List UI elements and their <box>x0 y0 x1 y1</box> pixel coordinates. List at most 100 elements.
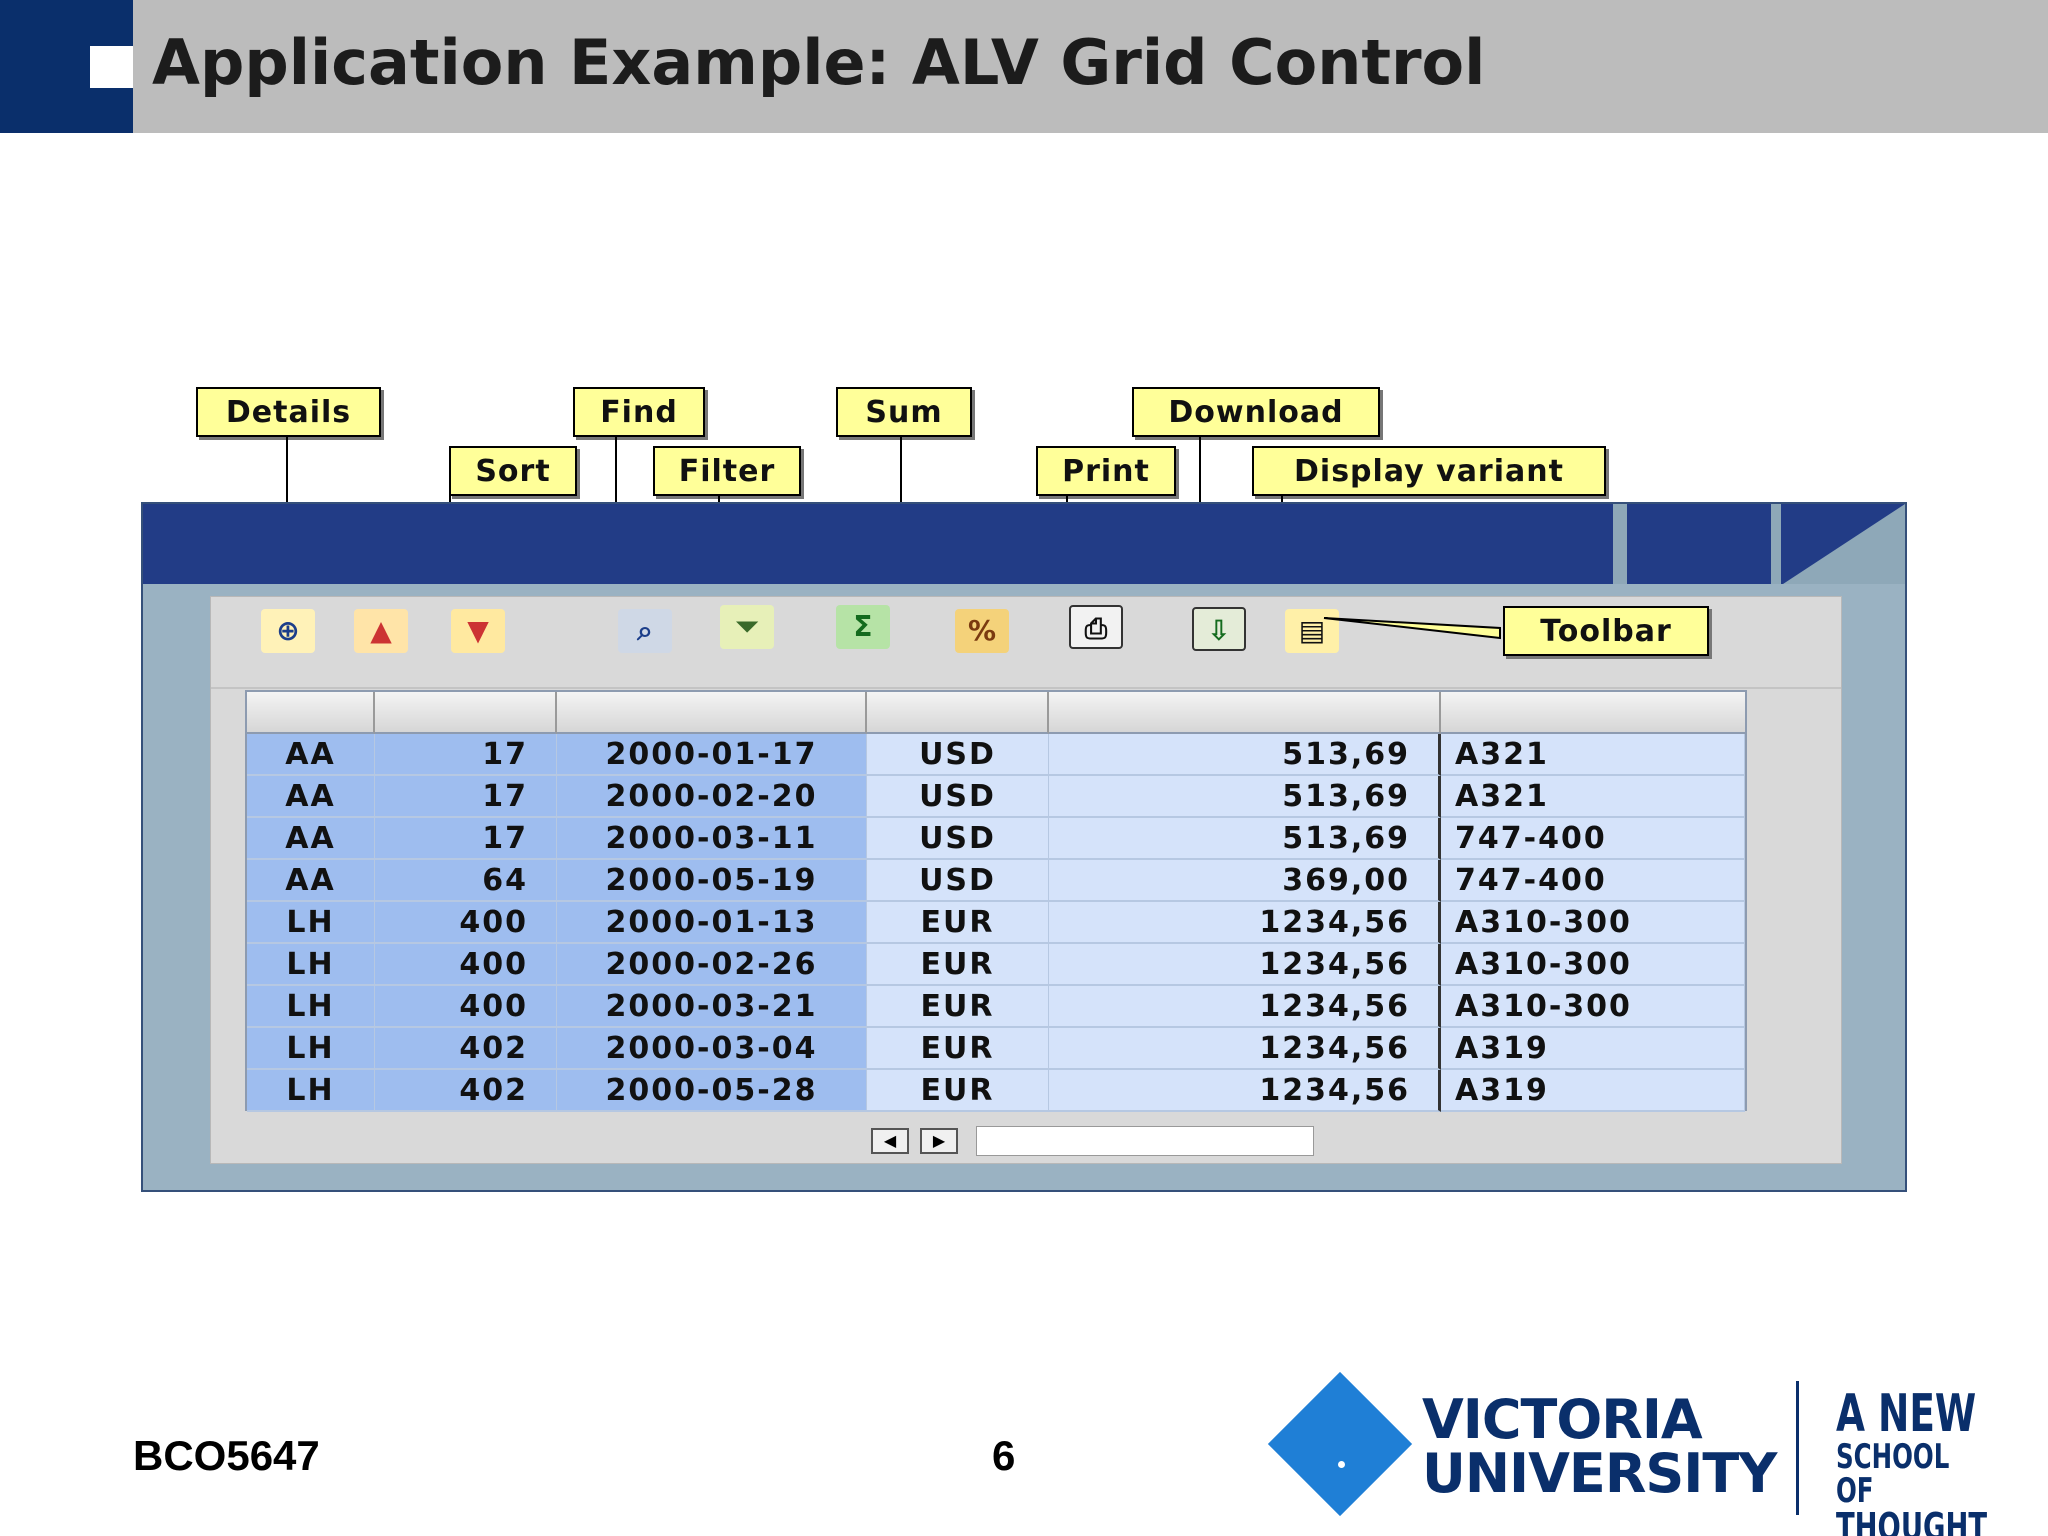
cell-connection: 17 <box>375 776 557 818</box>
cell-currency: EUR <box>867 902 1049 944</box>
cell-currency: EUR <box>867 986 1049 1028</box>
find-binoculars-icon[interactable]: ⌕ <box>618 609 672 653</box>
cell-currency: EUR <box>867 1070 1049 1112</box>
cell-date: 2000-03-04 <box>557 1028 867 1070</box>
cell-date: 2000-05-28 <box>557 1070 867 1112</box>
header-bar <box>133 0 2048 133</box>
filter-funnel-icon[interactable]: ⏷ <box>720 605 774 649</box>
cell-connection: 17 <box>375 818 557 860</box>
table-row[interactable]: LH 400 2000-03-21 EUR 1234,56 A310-300 <box>247 986 1745 1028</box>
cell-currency: EUR <box>867 944 1049 986</box>
horizontal-scrollbar-track[interactable] <box>976 1126 1314 1156</box>
cell-price: 1234,56 <box>1049 902 1441 944</box>
cell-date: 2000-01-17 <box>557 734 867 776</box>
cell-price: 1234,56 <box>1049 986 1441 1028</box>
alv-grid-panel: ⊕ ▲ ▼ ⌕ ⏷ Σ % ⎙ ⇩ ▤ AA 17 2000-01-17 US <box>210 596 1842 1164</box>
table-row[interactable]: LH 400 2000-01-13 EUR 1234,56 A310-300 <box>247 902 1745 944</box>
table-row[interactable]: LH 402 2000-05-28 EUR 1234,56 A319 <box>247 1070 1745 1112</box>
callout-sum: Sum <box>836 387 972 437</box>
column-header-price[interactable] <box>1049 692 1441 734</box>
toolbar-leader-line <box>1323 617 1501 640</box>
cell-currency: USD <box>867 818 1049 860</box>
victoria-university-diamond-logo <box>1267 1371 1413 1517</box>
cell-plane: A310-300 <box>1441 986 1745 1028</box>
table-row[interactable]: LH 402 2000-03-04 EUR 1234,56 A319 <box>247 1028 1745 1070</box>
cell-price: 369,00 <box>1049 860 1441 902</box>
cell-plane: A310-300 <box>1441 902 1745 944</box>
scroll-left-button[interactable]: ◀ <box>871 1128 909 1154</box>
cell-date: 2000-03-11 <box>557 818 867 860</box>
cell-connection: 402 <box>375 1028 557 1070</box>
callout-filter: Filter <box>653 446 801 496</box>
slide-title: Application Example: ALV Grid Control <box>152 26 1486 99</box>
callout-toolbar: Toolbar <box>1503 606 1709 656</box>
cell-connection: 64 <box>375 860 557 902</box>
cell-carrier: LH <box>247 902 375 944</box>
callout-sort: Sort <box>449 446 577 496</box>
university-tagline: A NEW SCHOOL OF THOUGHT <box>1836 1388 2048 1536</box>
table-row[interactable]: LH 400 2000-02-26 EUR 1234,56 A310-300 <box>247 944 1745 986</box>
header-bullet-square <box>90 46 133 88</box>
cell-currency: USD <box>867 776 1049 818</box>
toolbar-divider <box>211 687 1841 689</box>
title-bar-separator <box>1771 504 1781 584</box>
cell-plane: A319 <box>1441 1028 1745 1070</box>
table-row[interactable]: AA 64 2000-05-19 USD 369,00 747-400 <box>247 860 1745 902</box>
tagline-line1: A NEW <box>1836 1384 1977 1444</box>
column-header-connection[interactable] <box>375 692 557 734</box>
course-code: BCO5647 <box>133 1432 320 1479</box>
cell-carrier: LH <box>247 1070 375 1112</box>
column-header-date[interactable] <box>557 692 867 734</box>
callout-details: Details <box>196 387 381 437</box>
scroll-right-button[interactable]: ▶ <box>920 1128 958 1154</box>
cell-date: 2000-03-21 <box>557 986 867 1028</box>
sort-ascending-icon[interactable]: ▲ <box>354 609 408 653</box>
cell-connection: 402 <box>375 1070 557 1112</box>
grid-header-row <box>247 692 1745 734</box>
sum-sigma-icon[interactable]: Σ <box>836 605 890 649</box>
column-header-currency[interactable] <box>867 692 1049 734</box>
cell-connection: 400 <box>375 902 557 944</box>
cell-price: 1234,56 <box>1049 1070 1441 1112</box>
cell-date: 2000-01-13 <box>557 902 867 944</box>
column-header-plane[interactable] <box>1441 692 1745 734</box>
title-bar-separator <box>1613 504 1627 584</box>
alv-window: ⊕ ▲ ▼ ⌕ ⏷ Σ % ⎙ ⇩ ▤ AA 17 2000-01-17 US <box>141 502 1907 1192</box>
logo-divider <box>1796 1381 1799 1515</box>
university-name-line2: UNIVERSITY <box>1422 1442 1777 1505</box>
cell-date: 2000-05-19 <box>557 860 867 902</box>
details-icon[interactable]: ⊕ <box>261 609 315 653</box>
alv-grid[interactable]: AA 17 2000-01-17 USD 513,69 A321 AA 17 2… <box>245 690 1747 1112</box>
tagline-line2: SCHOOL OF <box>1836 1437 1950 1511</box>
cell-plane: A310-300 <box>1441 944 1745 986</box>
sort-descending-icon[interactable]: ▼ <box>451 609 505 653</box>
page-number: 6 <box>992 1432 1016 1479</box>
callout-find: Find <box>573 387 705 437</box>
cell-connection: 400 <box>375 986 557 1028</box>
print-icon[interactable]: ⎙ <box>1069 605 1123 649</box>
cell-carrier: LH <box>247 944 375 986</box>
table-row[interactable]: AA 17 2000-01-17 USD 513,69 A321 <box>247 734 1745 776</box>
display-variant-icon[interactable]: ▤ <box>1285 609 1339 653</box>
cell-carrier: AA <box>247 818 375 860</box>
cell-connection: 17 <box>375 734 557 776</box>
table-row[interactable]: AA 17 2000-03-11 USD 513,69 747-400 <box>247 818 1745 860</box>
logo-dot <box>1338 1461 1345 1468</box>
cell-carrier: LH <box>247 1028 375 1070</box>
table-row[interactable]: AA 17 2000-02-20 USD 513,69 A321 <box>247 776 1745 818</box>
cell-price: 513,69 <box>1049 818 1441 860</box>
cell-plane: 747-400 <box>1441 860 1745 902</box>
cell-price: 1234,56 <box>1049 1028 1441 1070</box>
cell-connection: 400 <box>375 944 557 986</box>
cell-price: 513,69 <box>1049 734 1441 776</box>
cell-carrier: AA <box>247 734 375 776</box>
download-icon[interactable]: ⇩ <box>1192 607 1246 651</box>
callout-print: Print <box>1036 446 1176 496</box>
cell-carrier: AA <box>247 860 375 902</box>
column-header-carrier[interactable] <box>247 692 375 734</box>
subtotal-icon[interactable]: % <box>955 609 1009 653</box>
cell-currency: USD <box>867 860 1049 902</box>
callout-download: Download <box>1132 387 1380 437</box>
cell-price: 1234,56 <box>1049 944 1441 986</box>
cell-plane: A319 <box>1441 1070 1745 1112</box>
